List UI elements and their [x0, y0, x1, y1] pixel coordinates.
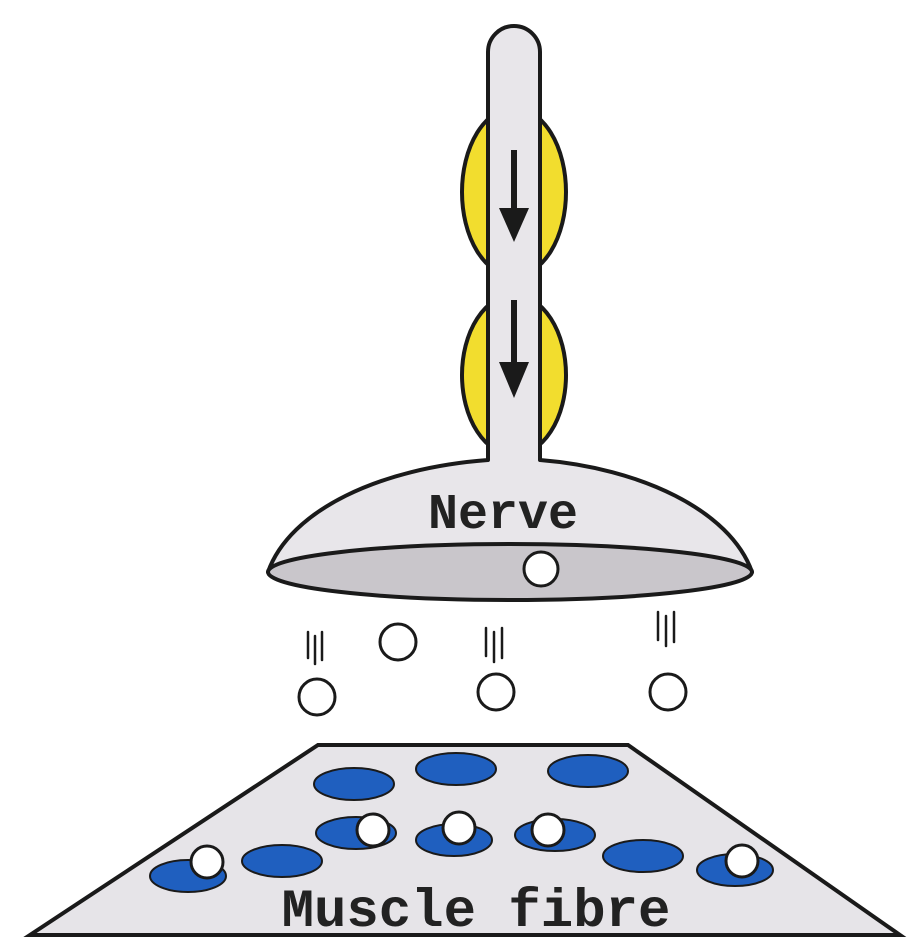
nerve-terminal-membrane — [268, 544, 752, 600]
released-vesicle — [380, 624, 416, 660]
muscle-fibre-label: Muscle fibre — [282, 882, 671, 939]
bound-vesicle — [357, 814, 389, 846]
released-vesicle — [478, 674, 514, 710]
bound-vesicle — [443, 812, 475, 844]
bound-vesicle — [726, 845, 758, 877]
docked-vesicle — [524, 552, 558, 586]
motion-line-group — [308, 632, 322, 664]
receptor — [242, 845, 322, 877]
bound-vesicle — [191, 846, 223, 878]
bound-vesicle — [532, 814, 564, 846]
nerve-label: Nerve — [428, 487, 578, 544]
receptor — [548, 755, 628, 787]
motion-line-group — [658, 612, 674, 646]
motion-line-group — [486, 628, 502, 662]
released-vesicle — [299, 679, 335, 715]
receptor — [416, 753, 496, 785]
receptor — [603, 840, 683, 872]
receptor — [314, 768, 394, 800]
motion-lines — [308, 612, 674, 664]
released-vesicles — [299, 624, 686, 715]
released-vesicle — [650, 674, 686, 710]
